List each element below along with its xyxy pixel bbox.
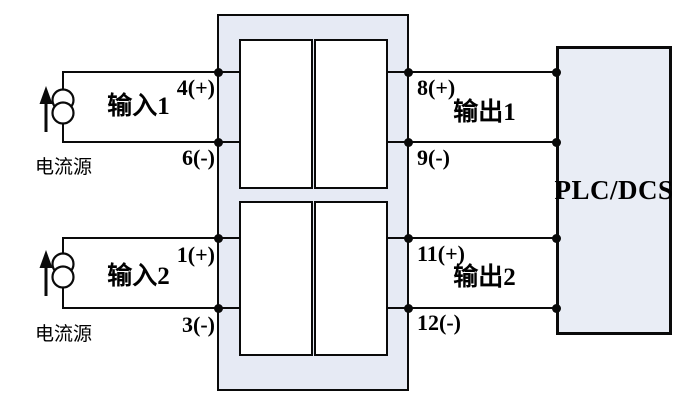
input1-label: 输入1 bbox=[107, 93, 170, 120]
up-arrow-icon bbox=[39, 86, 53, 132]
terminal-label-8-pos: 8(+) bbox=[417, 75, 456, 100]
plc-dcs-label: PLC/DCS bbox=[554, 175, 674, 205]
junction-dot-terminal-3 bbox=[214, 304, 223, 313]
output2-label: 输出2 bbox=[453, 264, 516, 291]
terminal-label-6-neg: 6(-) bbox=[182, 145, 215, 170]
channel1-input-stage-box bbox=[239, 39, 313, 189]
junction-dot-terminal-1 bbox=[214, 234, 223, 243]
plc-dcs-box: PLC/DCS bbox=[554, 46, 674, 335]
junction-dot-terminal-8 bbox=[404, 68, 413, 77]
terminal-label-11-pos: 11(+) bbox=[417, 241, 465, 266]
wire-input1-bottom bbox=[62, 141, 240, 143]
channel2-input-stage-box bbox=[239, 201, 313, 356]
wire-input2-top bbox=[62, 237, 240, 239]
junction-dot-terminal-12 bbox=[404, 304, 413, 313]
current-source2-label: 电流源 bbox=[35, 324, 93, 345]
junction-dot-terminal-4 bbox=[214, 68, 223, 77]
junction-dot-plc-in2-neg bbox=[552, 304, 561, 313]
current-source-icon bbox=[39, 250, 75, 296]
junction-dot-terminal-9 bbox=[404, 138, 413, 147]
wire-input2-bottom bbox=[62, 307, 240, 309]
channel2-output-stage-box bbox=[314, 201, 388, 356]
junction-dot-plc-in2-pos bbox=[552, 234, 561, 243]
up-arrow-icon bbox=[39, 250, 53, 296]
wire-output1-pos bbox=[387, 71, 557, 73]
wire-output1-neg bbox=[387, 141, 557, 143]
terminal-label-3-neg: 3(-) bbox=[182, 312, 215, 337]
wire-output2-neg bbox=[387, 307, 557, 309]
terminal-label-9-neg: 9(-) bbox=[417, 145, 450, 170]
junction-dot-terminal-11 bbox=[404, 234, 413, 243]
wire-output2-pos bbox=[387, 237, 557, 239]
current-source1-label: 电流源 bbox=[35, 157, 93, 178]
wire-input1-top bbox=[62, 71, 240, 73]
input2-label: 输入2 bbox=[107, 263, 170, 290]
current-source-icon bbox=[39, 86, 75, 132]
terminal-label-12-neg: 12(-) bbox=[417, 310, 461, 335]
channel1-output-stage-box bbox=[314, 39, 388, 189]
junction-dot-terminal-6 bbox=[214, 138, 223, 147]
junction-dot-plc-in1-neg bbox=[552, 138, 561, 147]
terminal-label-4-pos: 4(+) bbox=[176, 75, 215, 100]
output1-label: 输出1 bbox=[453, 99, 516, 126]
junction-dot-plc-in1-pos bbox=[552, 68, 561, 77]
terminal-label-1-pos: 1(+) bbox=[176, 242, 215, 267]
